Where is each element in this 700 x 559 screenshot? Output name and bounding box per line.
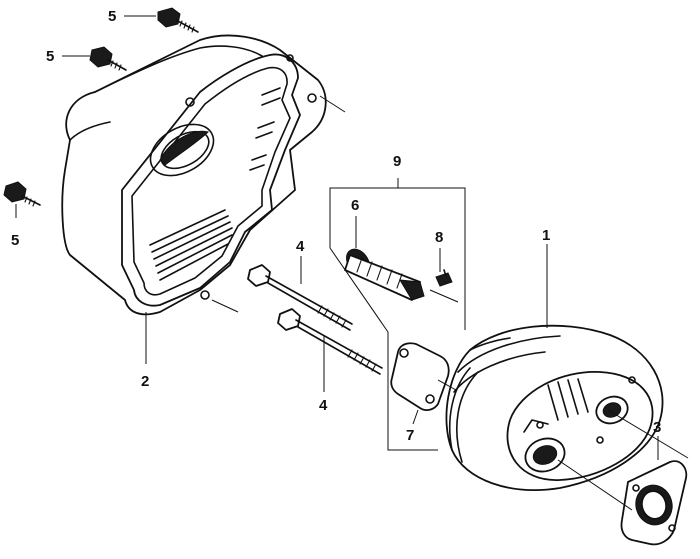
callout-muffler: 1 (542, 227, 550, 244)
flange-bolt-left (3, 181, 41, 207)
spark-arrester (344, 248, 425, 301)
arrester-gasket (390, 342, 450, 411)
callout-long-bolt-upper: 4 (296, 238, 305, 255)
muffler-body (445, 324, 664, 491)
callout-kit: 9 (393, 153, 401, 170)
callout-gasket: 3 (653, 419, 661, 436)
exhaust-gasket (620, 460, 688, 546)
tapping-screw (435, 269, 453, 287)
callout-arrester: 6 (351, 197, 359, 214)
flange-bolt-top (157, 7, 199, 33)
protector-louvres (149, 209, 233, 281)
callout-bolt-top: 5 (108, 8, 116, 25)
callout-arrester-gasket: 7 (406, 427, 414, 444)
leader-lines (15, 15, 659, 460)
flange-bolt-mid (89, 46, 127, 71)
callout-bolt-mid: 5 (46, 48, 54, 65)
callout-protector: 2 (141, 373, 149, 390)
long-bolt-lower (277, 308, 383, 375)
callout-bolt-left: 5 (11, 232, 19, 249)
callout-screw: 8 (435, 229, 443, 246)
assembly-lines (211, 95, 689, 511)
kit-bracket-lines (329, 178, 466, 451)
callout-long-bolt-lower: 4 (319, 397, 328, 414)
muffler-protector (61, 34, 327, 316)
long-bolt-upper (247, 264, 353, 331)
protector-side-slots (249, 87, 281, 171)
